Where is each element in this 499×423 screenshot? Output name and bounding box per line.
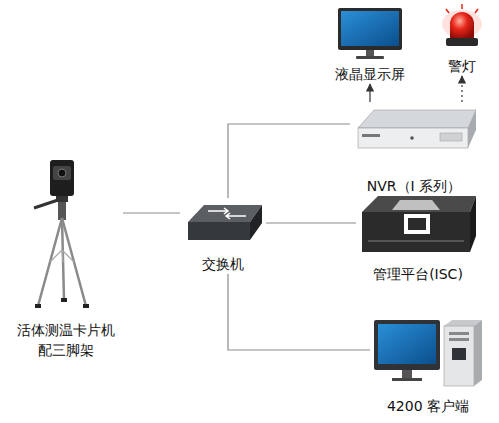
platform-node: 管理平台(ISC) xyxy=(356,192,480,284)
camera-tripod-icon xyxy=(34,160,89,308)
switch-node: 交换机 xyxy=(180,198,266,274)
camera-node: 活体测温卡片机 配三脚架 xyxy=(8,152,123,360)
warning-lamp-icon xyxy=(442,4,482,46)
output-arrow xyxy=(369,84,370,102)
pc-icon xyxy=(374,320,482,386)
nvr-icon xyxy=(358,110,476,148)
monitor-node: 液晶显示屏 xyxy=(330,4,410,84)
node-label: 4200 客户端 xyxy=(370,396,486,416)
node-label: 交换机 xyxy=(180,254,266,274)
network-link xyxy=(266,222,356,223)
node-label: 警灯 xyxy=(440,56,484,76)
nvr-node: NVR（I 系列） xyxy=(350,102,478,196)
server-icon xyxy=(362,196,476,252)
client-node: 4200 客户端 xyxy=(370,314,486,416)
switch-icon xyxy=(188,205,262,240)
network-link xyxy=(228,274,370,350)
network-link xyxy=(123,212,180,213)
node-label: 管理平台(ISC) xyxy=(356,264,480,284)
node-label: NVR（I 系列） xyxy=(350,176,478,196)
output-arrow xyxy=(461,76,462,102)
node-label: 活体测温卡片机 配三脚架 xyxy=(8,320,123,360)
monitor-icon xyxy=(338,8,402,59)
network-link xyxy=(228,124,350,198)
warning-lamp-node: 警灯 xyxy=(440,4,484,76)
node-label: 液晶显示屏 xyxy=(330,64,410,84)
